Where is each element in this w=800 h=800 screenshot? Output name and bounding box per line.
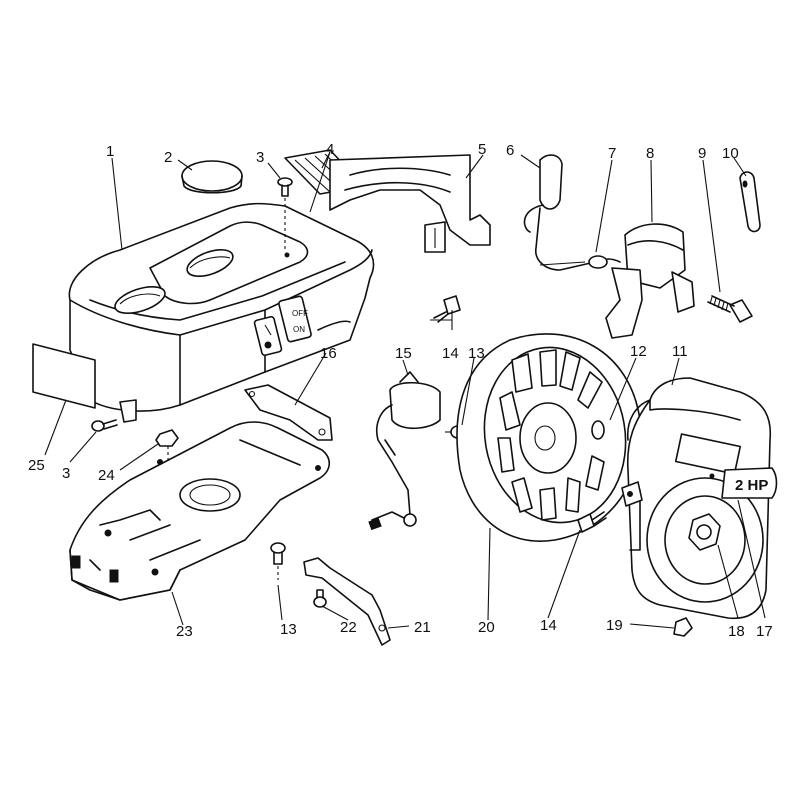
callout-numbers: 1 2 3 4 5 6 7 8 9 10 11 12 13 14 15 16 2… — [28, 141, 773, 640]
part-kill-switch-harness — [368, 371, 441, 531]
callout-3-bottom: 3 — [62, 465, 70, 482]
callout-13-lower: 13 — [280, 621, 297, 638]
callout-1: 1 — [106, 143, 114, 160]
callout-21: 21 — [414, 619, 431, 636]
callout-14-upper: 14 — [442, 345, 459, 362]
callout-8: 8 — [646, 145, 654, 162]
callout-7: 7 — [608, 145, 616, 162]
callout-19: 19 — [606, 617, 623, 634]
part-screw-bottom — [91, 399, 137, 432]
part-bolt-shroud — [430, 295, 461, 330]
callout-16: 16 — [320, 345, 337, 362]
part-bolt-cover — [577, 511, 607, 533]
callout-14-lower: 14 — [540, 617, 557, 634]
part-woodruff-key — [591, 420, 605, 440]
part-hex-nut — [688, 513, 721, 551]
part-bolt-coil — [707, 295, 753, 323]
callout-23: 23 — [176, 623, 193, 640]
part-spark-plug-cap — [523, 154, 596, 271]
part-ignition-coil — [539, 223, 695, 339]
callout-2: 2 — [164, 149, 172, 166]
switch-on-text: ON — [293, 325, 305, 334]
callout-20: 20 — [478, 619, 495, 636]
callout-25: 25 — [28, 457, 45, 474]
callout-15: 15 — [395, 345, 412, 362]
callout-13-upper: 13 — [468, 345, 485, 362]
callout-22: 22 — [340, 619, 357, 636]
callout-4: 4 — [326, 141, 334, 158]
part-fuel-tank-shroud: OFF ON — [68, 202, 375, 412]
callout-24: 24 — [98, 467, 115, 484]
part-clip — [739, 171, 761, 233]
part-bolt-bottom — [629, 617, 693, 637]
callout-17: 17 — [756, 623, 773, 640]
callout-5: 5 — [478, 141, 486, 158]
part-flywheel — [456, 333, 642, 542]
part-screw-top — [277, 177, 293, 252]
part-screw-bracket — [313, 589, 327, 608]
hp-badge-text: 2 HP — [735, 477, 768, 494]
part-recoil-cover — [621, 377, 772, 620]
part-base-plate — [69, 421, 331, 601]
part-bracket-21 — [303, 557, 391, 646]
part-tank-bracket — [244, 384, 333, 441]
part-hp-badge: 2 HP — [721, 467, 778, 499]
callout-10: 10 — [722, 145, 739, 162]
part-cap — [181, 160, 243, 194]
callout-18: 18 — [728, 623, 745, 640]
callout-9: 9 — [698, 145, 706, 162]
callout-12: 12 — [630, 343, 647, 360]
callout-6: 6 — [506, 142, 514, 159]
part-shroud-bracket — [329, 154, 491, 253]
part-bolt-base — [270, 542, 286, 580]
leader-lines — [44, 151, 766, 629]
callout-11: 11 — [672, 343, 688, 360]
part-label-plate — [32, 343, 96, 409]
callout-3-top: 3 — [256, 149, 264, 166]
switch-off-text: OFF — [292, 309, 308, 318]
